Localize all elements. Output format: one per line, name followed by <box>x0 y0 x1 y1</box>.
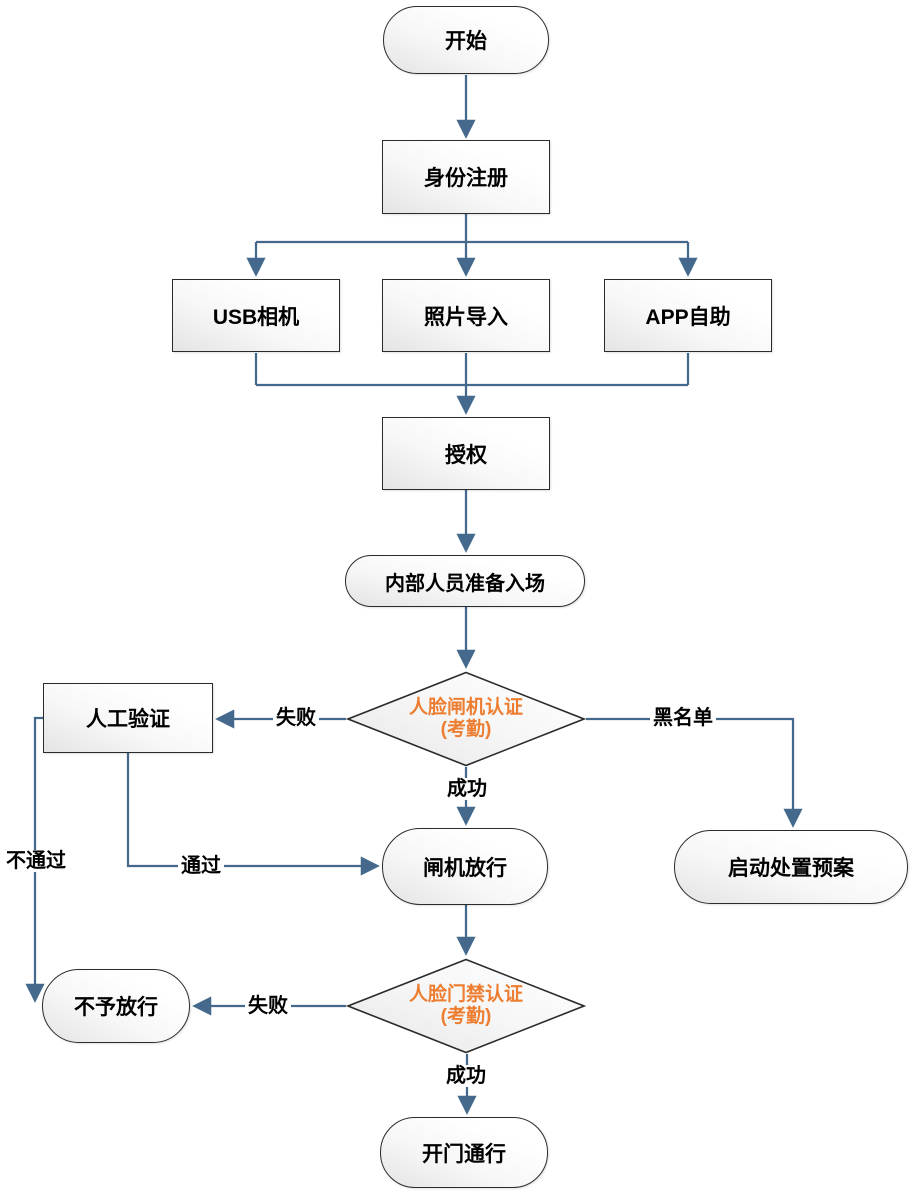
node-start-disposal-plan: 启动处置预案 <box>674 830 908 904</box>
node-register-label: 身份注册 <box>424 167 508 190</box>
node-photo-import-label: 照片导入 <box>424 305 508 329</box>
node-authorize-label: 授权 <box>445 443 487 467</box>
node-open-door-pass-label: 开门通行 <box>422 1142 506 1166</box>
node-deny-release: 不予放行 <box>42 969 190 1043</box>
node-usb-camera: USB相机 <box>172 279 340 352</box>
diamond-shape-icon <box>346 958 586 1054</box>
edge-label-fail-1: 失败 <box>273 707 319 729</box>
node-app-self-service: APP自助 <box>604 279 772 352</box>
node-door-face-auth-decision: 人脸门禁认证 (考勤) <box>346 958 586 1054</box>
edge-label-success-2: 成功 <box>443 1065 489 1087</box>
node-deny-release-label: 不予放行 <box>74 996 158 1019</box>
node-start-label: 开始 <box>445 30 487 53</box>
node-manual-verify: 人工验证 <box>43 683 213 753</box>
node-open-door-pass: 开门通行 <box>380 1117 548 1188</box>
node-gate-release-label: 闸机放行 <box>423 856 507 880</box>
node-start-disposal-plan-label: 启动处置预案 <box>728 857 854 880</box>
node-gate-face-auth-label: 人脸闸机认证 (考勤) <box>409 697 523 741</box>
node-register: 身份注册 <box>382 140 550 214</box>
node-gate-face-auth-decision: 人脸闸机认证 (考勤) <box>346 671 586 767</box>
edge-label-success-1: 成功 <box>444 778 490 800</box>
node-start: 开始 <box>383 6 549 74</box>
edge-label-blacklist: 黑名单 <box>650 707 716 729</box>
node-prepare-entry: 内部人员准备入场 <box>345 555 585 607</box>
door-auth-line2: (考勤) <box>440 1006 492 1027</box>
edge-label-pass: 通过 <box>178 855 224 877</box>
node-photo-import: 照片导入 <box>382 279 550 352</box>
edge-label-no-pass: 不通过 <box>3 850 69 872</box>
node-app-self-service-label: APP自助 <box>645 305 731 329</box>
node-door-face-auth-label: 人脸门禁认证 (考勤) <box>409 984 523 1028</box>
node-usb-camera-label: USB相机 <box>212 305 300 329</box>
edge-label-fail-2: 失败 <box>245 995 291 1017</box>
node-authorize: 授权 <box>382 417 550 490</box>
node-gate-release: 闸机放行 <box>382 828 548 905</box>
node-prepare-entry-label: 内部人员准备入场 <box>385 572 545 595</box>
node-manual-verify-label: 人工验证 <box>86 708 170 731</box>
diamond-shape-icon <box>346 671 586 767</box>
gate-auth-line2: (考勤) <box>440 719 492 740</box>
gate-auth-line1: 人脸闸机认证 <box>408 697 523 719</box>
door-auth-line1: 人脸门禁认证 <box>408 984 523 1006</box>
